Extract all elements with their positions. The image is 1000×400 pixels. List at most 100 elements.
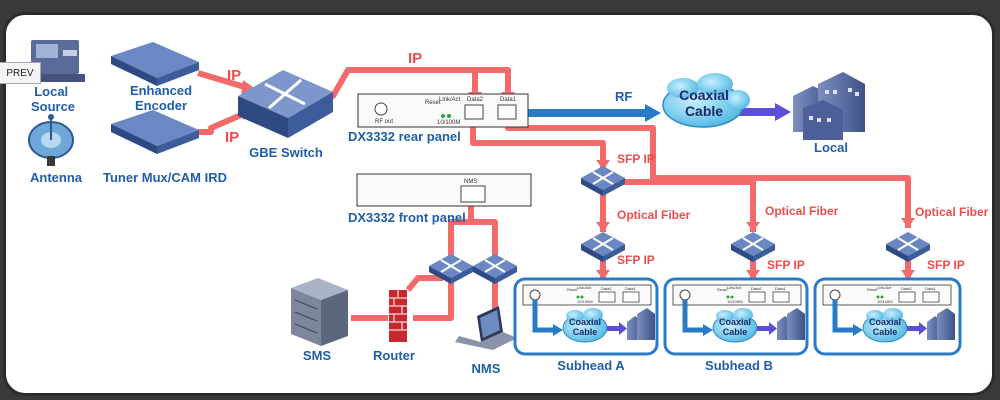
subhead-a-data2-port (598, 291, 616, 303)
nms-laptop-icon (455, 306, 517, 350)
subhead-c-data2-port (898, 291, 916, 303)
subhead-b-rf-link (682, 300, 705, 333)
subhead-c-rf-link (832, 300, 855, 333)
subhead-b-rf-arrow (703, 324, 713, 336)
local-label: Local (814, 140, 848, 155)
subhead-b-speed-label: 10/100M (727, 299, 743, 304)
subhead-c-speed-label: 10/100M (877, 299, 893, 304)
sfp-ip-label-top: SFP IP (617, 152, 655, 166)
subhead-a-device (522, 284, 652, 306)
rf-out-label: RF out (375, 119, 393, 125)
subhead-c-rf-arrow (853, 324, 863, 336)
tuner-mux-label: Tuner Mux/CAM IRD (103, 170, 227, 185)
rear-panel-to-subhead-c-link (505, 120, 911, 228)
optical-fiber-label-c: Optical Fiber (915, 205, 989, 219)
subhead-b-led-2 (730, 295, 734, 299)
subhead-b-label: Subhead B (705, 358, 773, 373)
subhead-a-cloud-icon (562, 308, 608, 343)
subhead-c-cloud-icon (862, 308, 908, 343)
subhead-c-data1-label: Data1 (925, 286, 936, 291)
subhead-c-reset-label: Reset (867, 287, 878, 292)
subhead-a-speed-label: 10/100M (577, 299, 593, 304)
local-source-label: Local Source (31, 84, 75, 114)
subhead-c-device (822, 284, 952, 306)
gbe-switch-label: GBE Switch (249, 145, 323, 160)
subhead-a-coax-arrow (619, 322, 627, 335)
subhead-b-cloud-icon (712, 308, 758, 343)
subhead-a-data1-port (622, 291, 640, 303)
switch-arrows-icon (264, 78, 306, 110)
front-panel-to-nms-switch-link (448, 205, 498, 262)
data1-label: Data1 (500, 97, 517, 103)
nms-switch-right (473, 254, 517, 284)
subhead-a-led-1 (576, 295, 580, 299)
sfp-ip-label-a: SFP IP (617, 253, 655, 267)
subhead-c-led-1 (876, 295, 880, 299)
subhead-b-data2-label: Data2 (751, 286, 762, 291)
sms-server-icon (291, 278, 348, 346)
nms-port-label: NMS (464, 179, 477, 185)
subhead-c-buildings-icon (927, 308, 955, 340)
tuner-mux-device (111, 110, 199, 154)
nms-switch-left (429, 254, 473, 284)
sfp-switch-a (581, 232, 625, 262)
subhead-a-coax-link (607, 326, 621, 331)
subhead-b-led-1 (726, 295, 730, 299)
subhead-a-data2-label: Data2 (601, 286, 612, 291)
nms-label: NMS (472, 361, 501, 376)
front-panel-device: NMS (356, 173, 532, 207)
local-source-device (31, 40, 85, 82)
sfp-ip-label-b: SFP IP (767, 258, 805, 272)
subhead-b-data1-label: Data1 (775, 286, 786, 291)
subhead-b-coax-link (757, 326, 771, 331)
subhead-a-link-label: Link/Act (577, 285, 592, 290)
sfp-switch-b (731, 232, 775, 262)
subhead-b-buildings-icon (777, 308, 805, 340)
router-firewall-icon (389, 290, 407, 342)
subhead-a-buildings-icon (627, 308, 655, 340)
subhead-b-coax-arrow (769, 322, 777, 335)
sfp-switch-c (886, 232, 930, 262)
ip-label-tuner: IP (225, 129, 239, 146)
speed-label: 10/100M (437, 120, 460, 126)
subhead-a-rf-link (532, 300, 555, 333)
subhead-b-data2-port (748, 291, 766, 303)
subhead-c-rf-port (829, 289, 841, 301)
subhead-b-reset-label: Reset (717, 287, 728, 292)
subhead-c-coax-arrow (919, 322, 927, 335)
antenna-icon (28, 114, 74, 166)
rear-panel-device: RF out Reset Link/Act 10/100M Data2 Data… (357, 93, 529, 128)
subhead-a-data1-label: Data1 (625, 286, 636, 291)
nms-switch-to-router-link (405, 275, 443, 292)
subhead-a-rf-arrow (553, 324, 563, 336)
subhead-c-data1-port (922, 291, 940, 303)
subhead-a-label: Subhead A (557, 358, 625, 373)
link-act-label: Link/Act (439, 97, 461, 103)
tuner-to-switch-link (198, 109, 250, 135)
sms-label: SMS (303, 348, 332, 363)
sfp-switch-top (581, 166, 625, 196)
optical-fiber-label-b: Optical Fiber (765, 204, 839, 218)
subhead-b-device (672, 284, 802, 306)
prev-button[interactable]: PREV (0, 62, 41, 84)
subhead-c-link-label: Link/Act (877, 285, 892, 290)
optical-fiber-label-a: Optical Fiber (617, 208, 691, 222)
subhead-b-data1-port (772, 291, 790, 303)
encoder-to-switch-link (197, 70, 249, 91)
rear-panel-label: DX3332 rear panel (348, 129, 461, 144)
data2-label: Data2 (467, 97, 484, 103)
local-buildings-icon (793, 72, 865, 140)
subhead-a-reset-label: Reset (567, 287, 578, 292)
coaxial-cloud-icon (662, 73, 750, 128)
enhanced-encoder-device (111, 42, 199, 86)
subhead-c-led-2 (880, 295, 884, 299)
